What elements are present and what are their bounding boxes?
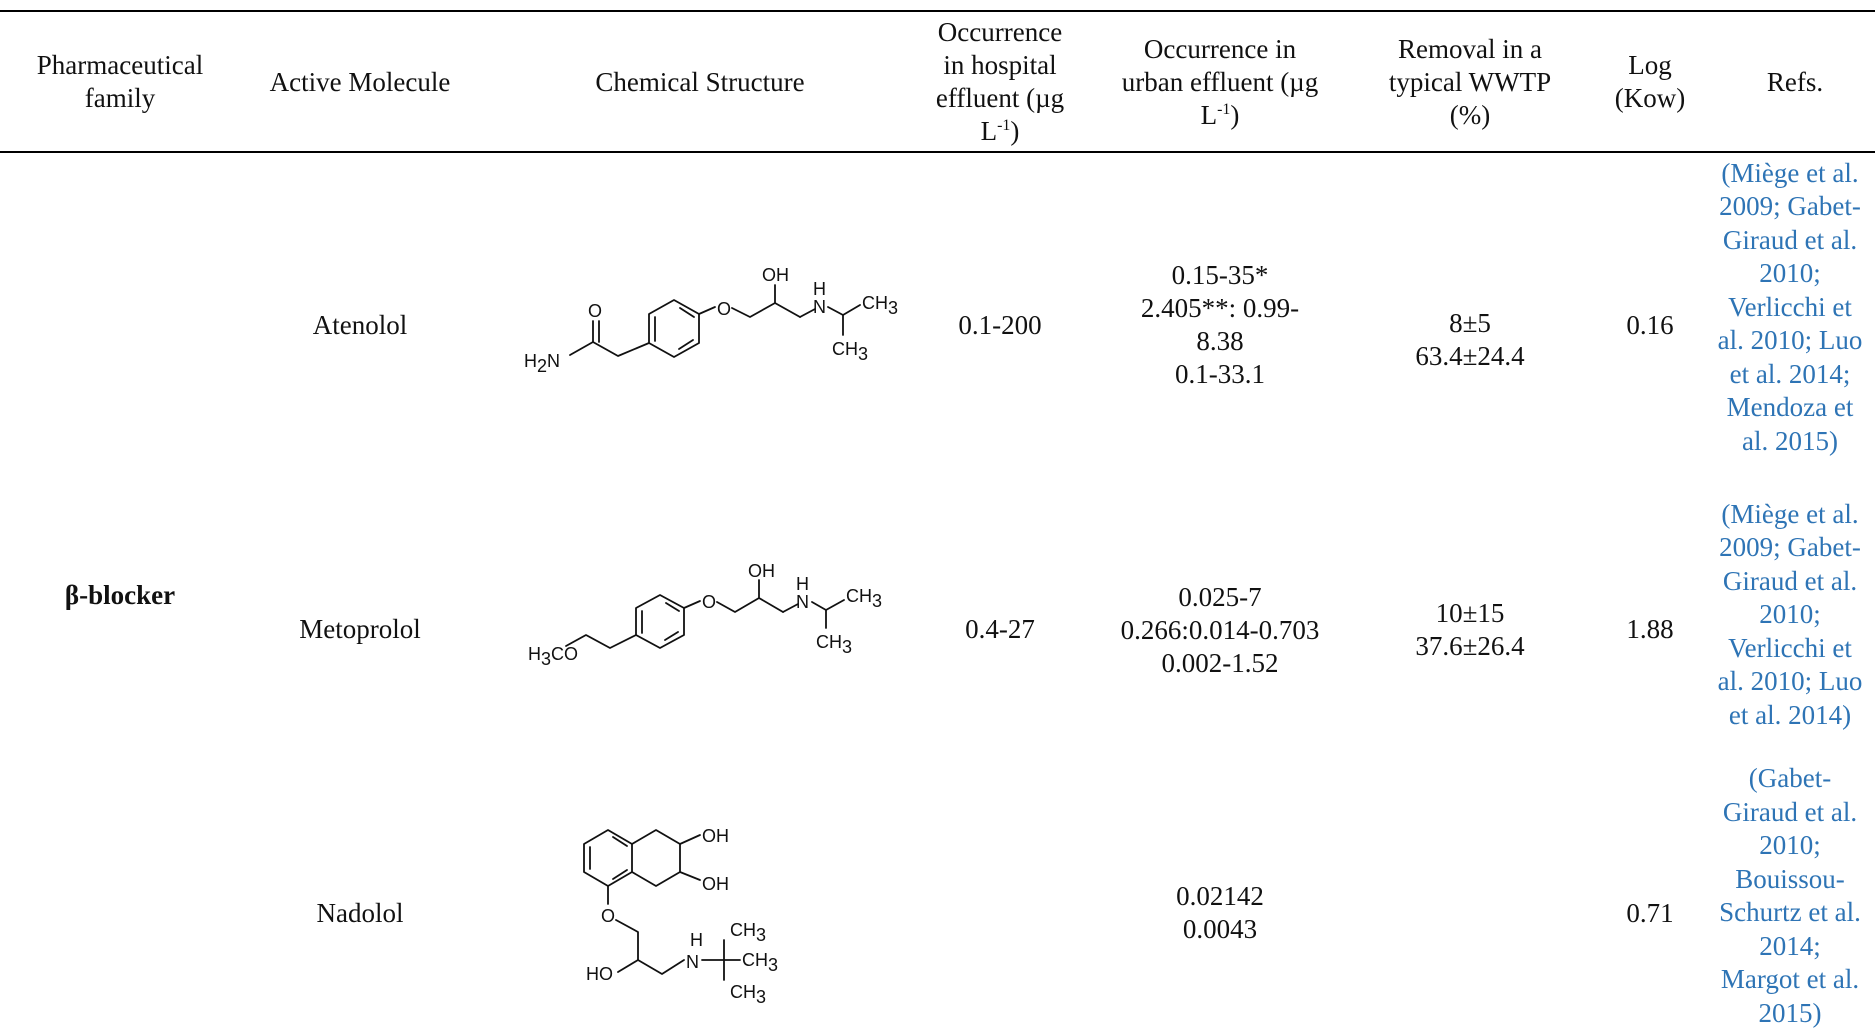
svg-text:O: O bbox=[601, 906, 615, 926]
table-row-metoprolol-hospital: 0.4-27 bbox=[965, 613, 1035, 644]
metoprolol-structure: H3CO O OH H N CH3 CH3 bbox=[528, 561, 882, 669]
table-row-nadolol-molecule: Nadolol bbox=[316, 897, 404, 928]
svg-text:N: N bbox=[796, 592, 809, 612]
svg-text:H3CO: H3CO bbox=[528, 644, 578, 669]
svg-text:CH3: CH3 bbox=[730, 920, 766, 945]
table-row-atenolol-refs[interactable]: (Miège et al. 2009; Gabet- Giraud et al.… bbox=[1717, 157, 1863, 456]
svg-text:CH3: CH3 bbox=[846, 586, 882, 611]
header-log-kow: Log (Kow) bbox=[1614, 50, 1686, 113]
table-row-atenolol-urban: 0.15-35* 2.405**: 0.99- 8.38 0.1-33.1 bbox=[1140, 260, 1300, 389]
svg-text:N: N bbox=[686, 952, 699, 972]
svg-text:CH3: CH3 bbox=[862, 293, 898, 318]
svg-text:O: O bbox=[717, 299, 731, 319]
header-active-molecule: Active Molecule bbox=[269, 66, 451, 97]
svg-text:CH3: CH3 bbox=[742, 950, 778, 975]
table-row-nadolol-urban: 0.02142 0.0043 bbox=[1176, 881, 1264, 944]
table-row-metoprolol-logkow: 1.88 bbox=[1626, 613, 1674, 644]
svg-text:H2N: H2N bbox=[524, 351, 560, 376]
table-row-atenolol-molecule: Atenolol bbox=[312, 309, 408, 340]
table-row-atenolol-hospital: 0.1-200 bbox=[958, 309, 1042, 340]
header-chemical-structure: Chemical Structure bbox=[595, 66, 805, 97]
table-row-metoprolol-molecule: Metoprolol bbox=[299, 613, 421, 644]
header-refs: Refs. bbox=[1766, 66, 1824, 97]
table-row-metoprolol-removal: 10±15 37.6±26.4 bbox=[1415, 598, 1525, 661]
table-row-metoprolol-urban: 0.025-7 0.266:0.014-0.703 0.002-1.52 bbox=[1120, 581, 1320, 678]
header-pharmaceutical-family: Pharmaceutical family bbox=[36, 50, 204, 113]
metoprolol-benzene-ring bbox=[635, 594, 685, 649]
table-row-nadolol-logkow: 0.71 bbox=[1626, 897, 1674, 928]
svg-text:OH: OH bbox=[702, 826, 729, 846]
svg-text:OH: OH bbox=[748, 561, 775, 581]
nadolol-structure: OH OH O HO N H CH3 CH3 CH3 bbox=[583, 826, 778, 1007]
table-row-atenolol-removal: 8±5 63.4±24.4 bbox=[1415, 308, 1525, 371]
table-row-metoprolol-refs[interactable]: (Miège et al. 2009; Gabet- Giraud et al.… bbox=[1717, 498, 1863, 730]
svg-text:HO: HO bbox=[586, 964, 613, 984]
svg-text:H: H bbox=[813, 279, 826, 299]
svg-text:OH: OH bbox=[762, 265, 789, 285]
atenolol-benzene-ring bbox=[648, 299, 700, 358]
table-row-atenolol-logkow: 0.16 bbox=[1626, 309, 1674, 340]
header-removal-wwtp: Removal in a typical WWTP (%) bbox=[1388, 33, 1552, 130]
svg-text:CH3: CH3 bbox=[730, 982, 766, 1007]
svg-text:H: H bbox=[796, 574, 809, 594]
header-occurrence-hospital: Occurrence in hospital effluent (µg L-1) bbox=[935, 17, 1065, 146]
header-bottom-rule bbox=[0, 151, 1875, 153]
table-top-rule bbox=[0, 10, 1875, 12]
atenolol-structure: O H2N O OH H N CH3 CH3 bbox=[524, 265, 898, 376]
svg-text:H: H bbox=[690, 930, 703, 950]
svg-text:CH3: CH3 bbox=[816, 632, 852, 657]
nadolol-aromatic-ring bbox=[583, 829, 633, 887]
svg-text:O: O bbox=[588, 301, 602, 321]
svg-text:CH3: CH3 bbox=[832, 339, 868, 364]
svg-text:OH: OH bbox=[702, 874, 729, 894]
header-occurrence-urban: Occurrence in urban effluent (µg L-1) bbox=[1121, 33, 1319, 130]
family-beta-blocker: β-blocker bbox=[64, 579, 176, 610]
svg-text:O: O bbox=[702, 592, 716, 612]
table-row-nadolol-refs[interactable]: (Gabet- Giraud et al. 2010; Bouissou- Sc… bbox=[1719, 763, 1861, 1028]
nadolol-saturated-ring bbox=[631, 829, 681, 887]
svg-text:N: N bbox=[813, 297, 826, 317]
